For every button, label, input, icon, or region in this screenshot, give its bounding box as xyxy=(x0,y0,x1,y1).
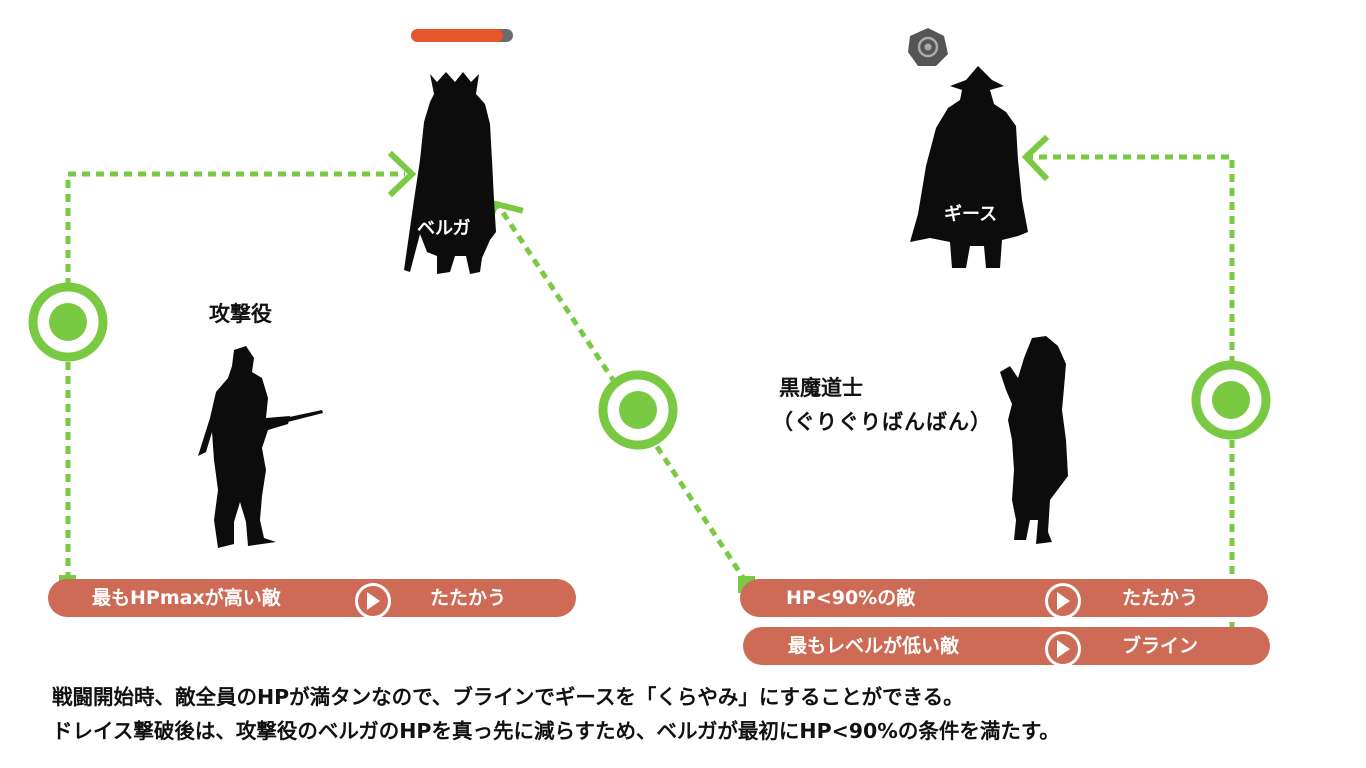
caption-line-2: ドレイス撃破後は、攻撃役のベルガのHPを真っ先に減らすため、ベルガが最初にHP<… xyxy=(52,719,1060,743)
arrowhead-belga-right xyxy=(387,150,417,198)
play-icon xyxy=(355,583,391,619)
gambit-ring-marker xyxy=(1191,360,1271,440)
belga-silhouette xyxy=(404,72,496,274)
geese-silhouette xyxy=(910,66,1028,268)
belga-hp-bar xyxy=(411,29,513,42)
gambit-row-blackmage-1 xyxy=(740,579,1268,617)
gambit-ring-marker xyxy=(28,282,108,362)
gambit-action: ブライン xyxy=(1121,635,1198,657)
play-icon xyxy=(1045,631,1081,667)
attacker-target-line xyxy=(65,171,405,580)
play-icon xyxy=(1045,583,1081,619)
attacker-role-label: 攻撃役 xyxy=(209,302,272,326)
gambit-action: たたかう xyxy=(1121,587,1198,609)
belga-hp-fill xyxy=(411,29,503,42)
gambit-condition: 最もレベルが低い敵 xyxy=(788,635,960,657)
arrowhead-geese-left xyxy=(1021,134,1050,182)
belga-name-label: ベルガ xyxy=(417,218,471,239)
gambit-action: たたかう xyxy=(429,587,506,609)
geese-name-label: ギース xyxy=(944,204,998,225)
black-mage-label-line1: 黒魔道士 xyxy=(779,376,863,400)
blackmage-blind-line xyxy=(1030,154,1235,644)
black-mage-silhouette xyxy=(1000,336,1068,544)
black-mage-label-line2: （ぐりぐりばんばん） xyxy=(772,410,992,434)
attacker-silhouette xyxy=(198,346,323,548)
gambit-row-attacker xyxy=(48,579,576,617)
gambit-row-blackmage-2 xyxy=(743,627,1270,665)
caption-line-1: 戦闘開始時、敵全員のHPが満タンなので、ブラインでギースを「くらやみ」にすること… xyxy=(52,685,964,709)
gambit-condition: 最もHPmaxが高い敵 xyxy=(92,587,281,609)
gambit-condition: HP<90%の敵 xyxy=(786,587,916,609)
gambit-ring-marker xyxy=(598,370,678,450)
blind-swirl-icon xyxy=(908,28,948,66)
